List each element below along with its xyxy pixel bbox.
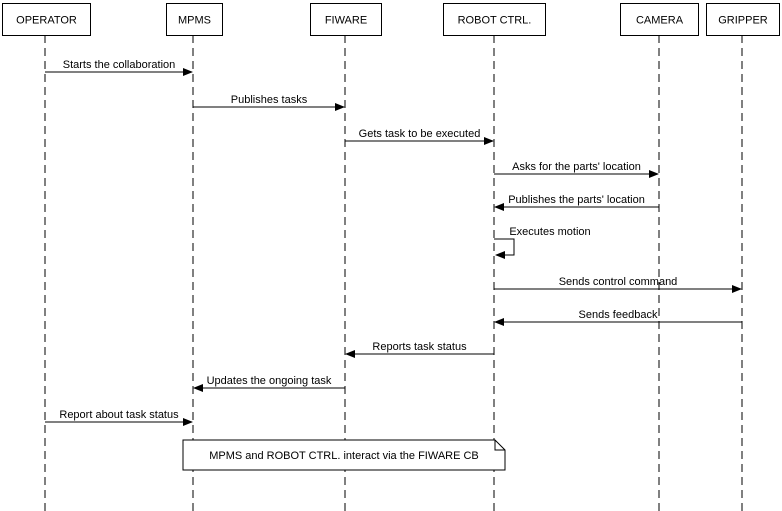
participant-box-gripper: [706, 3, 780, 36]
self-message-arrow: [494, 238, 515, 259]
message-label: Report about task status: [59, 409, 179, 421]
note-fold: [494, 440, 505, 451]
participant-box-fiware: [310, 3, 382, 36]
participants: OPERATOR MPMS FIWARE ROBOT CTRL. CAMERA GRIPP…: [2, 3, 780, 36]
note-box: [182, 439, 506, 471]
participant-box-mpms: [166, 3, 223, 36]
message-label: Starts the collaboration: [63, 59, 176, 71]
participant-label-gripper: GRIPPER: [718, 15, 768, 27]
message-label: Executes motion: [509, 226, 590, 238]
note: MPMS and ROBOT CTRL. interact via the FI…: [182, 439, 506, 471]
message-label: Publishes the parts' location: [508, 194, 645, 206]
note-text: MPMS and ROBOT CTRL. interact via the FI…: [209, 450, 479, 462]
message-label: Updates the ongoing task: [207, 375, 332, 387]
participant-label-robot: ROBOT CTRL.: [458, 15, 532, 27]
participant-box-operator: [2, 3, 91, 36]
message-label: Sends feedback: [579, 309, 658, 321]
participant-label-operator: OPERATOR: [16, 15, 77, 27]
message-label: Publishes tasks: [231, 94, 308, 106]
participant-label-fiware: FIWARE: [325, 15, 367, 27]
lifelines: [44, 35, 743, 511]
participant-box-camera: [620, 3, 699, 36]
message-label: Sends control command: [559, 276, 678, 288]
message-label: Asks for the parts' location: [512, 161, 641, 173]
message-label: Gets task to be executed: [359, 128, 481, 140]
participant-label-camera: CAMERA: [636, 15, 684, 27]
message-label: Reports task status: [372, 341, 467, 353]
participant-label-mpms: MPMS: [178, 15, 211, 27]
participant-box-robot: [443, 3, 546, 36]
